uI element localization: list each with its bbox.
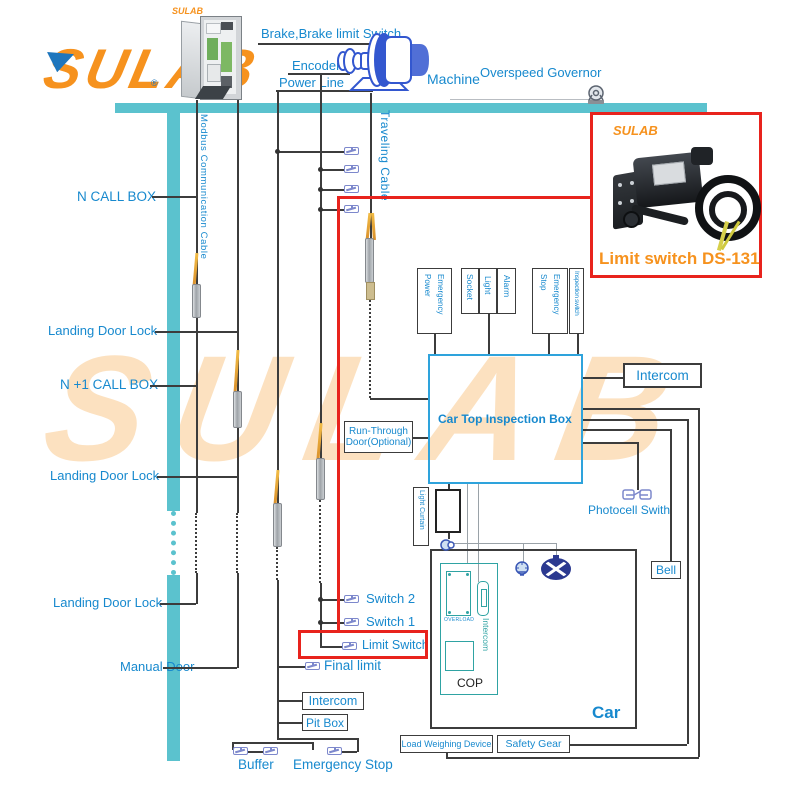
- switch-icon: [233, 747, 248, 755]
- encoder-label: Encoder: [292, 58, 341, 73]
- n-call-box-label: N CALL BOX: [77, 189, 157, 204]
- highlight-line: [337, 196, 340, 630]
- brake-switch-label: Brake,Brake limit Switch: [261, 26, 402, 41]
- load-weighing-box: Load Weighing Device: [400, 735, 493, 753]
- emergency-stop-box: [532, 268, 568, 334]
- switch-icon: [344, 165, 359, 173]
- landing-door-lock-label: Landing Door Lock: [50, 468, 160, 483]
- cop-box: [440, 563, 498, 695]
- cable-splice-icon: [233, 391, 242, 428]
- landing-door-lock-label: Landing Door Lock: [53, 595, 163, 610]
- run-through-door-box: Run-Through Door(Optional): [344, 421, 413, 453]
- lamp-icon: [512, 560, 532, 585]
- rail-break: [166, 511, 181, 575]
- switch-icon: [327, 747, 342, 755]
- overload-unit: [446, 571, 471, 616]
- limit-switch-label: Limit Switch: [362, 638, 429, 652]
- highlight-line: [337, 196, 590, 199]
- limit-switch-inset: SULAB Limit switch DS-131: [590, 112, 762, 278]
- cop-label: COP: [457, 676, 484, 690]
- switch-icon: [305, 662, 320, 670]
- alarm-box: [497, 268, 516, 314]
- cable-splice-icon: [365, 238, 374, 283]
- switch1-label: Switch 1: [366, 614, 416, 629]
- light-curtain-device: [435, 489, 461, 533]
- emergency-stop-label: Emergency Stop: [293, 757, 393, 772]
- overload-label: OVERLOAD: [444, 617, 475, 623]
- switch-icon: [344, 618, 359, 626]
- final-limit-label: Final limit: [324, 658, 382, 673]
- manual-door-label: Manual Door: [120, 659, 195, 674]
- limit-switch-photo: [603, 145, 761, 251]
- intercom-pit-box: Intercom: [302, 692, 364, 710]
- cable-splice-icon: [366, 282, 375, 300]
- switch-icon: [263, 747, 278, 755]
- switch-icon: [344, 147, 359, 155]
- n-plus1-call-box-label: N +1 CALL BOX: [60, 377, 159, 392]
- pit-box: Pit Box: [302, 714, 348, 731]
- inset-logo: SULAB: [613, 123, 658, 138]
- overspeed-governor-label: Overspeed Governor: [480, 65, 602, 80]
- car-top-inspection-box: [428, 354, 583, 484]
- buffer-label: Buffer: [238, 757, 274, 772]
- governor-icon: [584, 82, 608, 111]
- switch-icon: [344, 185, 359, 193]
- bell-box: Bell: [651, 561, 681, 579]
- logo-rmark: ®: [151, 78, 158, 88]
- limit-switch-highlight-box: [298, 630, 428, 659]
- inspection-switch-box: [569, 268, 584, 334]
- hoistway-rail: [167, 103, 180, 761]
- safety-gear-box: Safety Gear: [497, 735, 570, 753]
- emergency-power-box: [417, 268, 452, 334]
- governor-rope-line: [450, 99, 592, 101]
- car-top-inspection-box-label: Car Top Inspection Box: [438, 412, 572, 426]
- switch-icon: [344, 205, 359, 213]
- intercom-handset-icon: [477, 581, 489, 616]
- light-curtain-box: [413, 487, 429, 546]
- door-motor-icon: [439, 538, 457, 557]
- intercom-landing-box: Intercom: [623, 363, 702, 388]
- photocell-label: Photocell Swith: [588, 503, 671, 517]
- car-box: [430, 549, 637, 729]
- machine-icon: [333, 28, 438, 101]
- car-label: Car: [592, 703, 621, 722]
- cable-splice-icon: [371, 212, 376, 241]
- light-box: [479, 268, 497, 314]
- fan-icon: [540, 554, 572, 587]
- photocell-switch-icon: [622, 487, 652, 507]
- cable-splice-icon: [273, 503, 282, 547]
- socket-box: [461, 268, 479, 314]
- switch-icon: [344, 595, 359, 603]
- cabinet-icon: [181, 16, 243, 100]
- machine-room-floor-rail: [115, 103, 707, 113]
- cop-button-panel: [445, 641, 474, 671]
- cabinet-logo: SULAB: [172, 6, 203, 16]
- inset-caption: Limit switch DS-131: [599, 249, 760, 268]
- cable-splice-icon: [192, 284, 201, 318]
- landing-door-lock-label: Landing Door Lock: [48, 323, 158, 338]
- cable-splice-icon: [316, 458, 325, 500]
- switch2-label: Switch 2: [366, 591, 416, 606]
- power-line-label: Power Line: [279, 75, 345, 90]
- switch-icon: [342, 642, 357, 650]
- machine-label: Machine: [427, 71, 480, 87]
